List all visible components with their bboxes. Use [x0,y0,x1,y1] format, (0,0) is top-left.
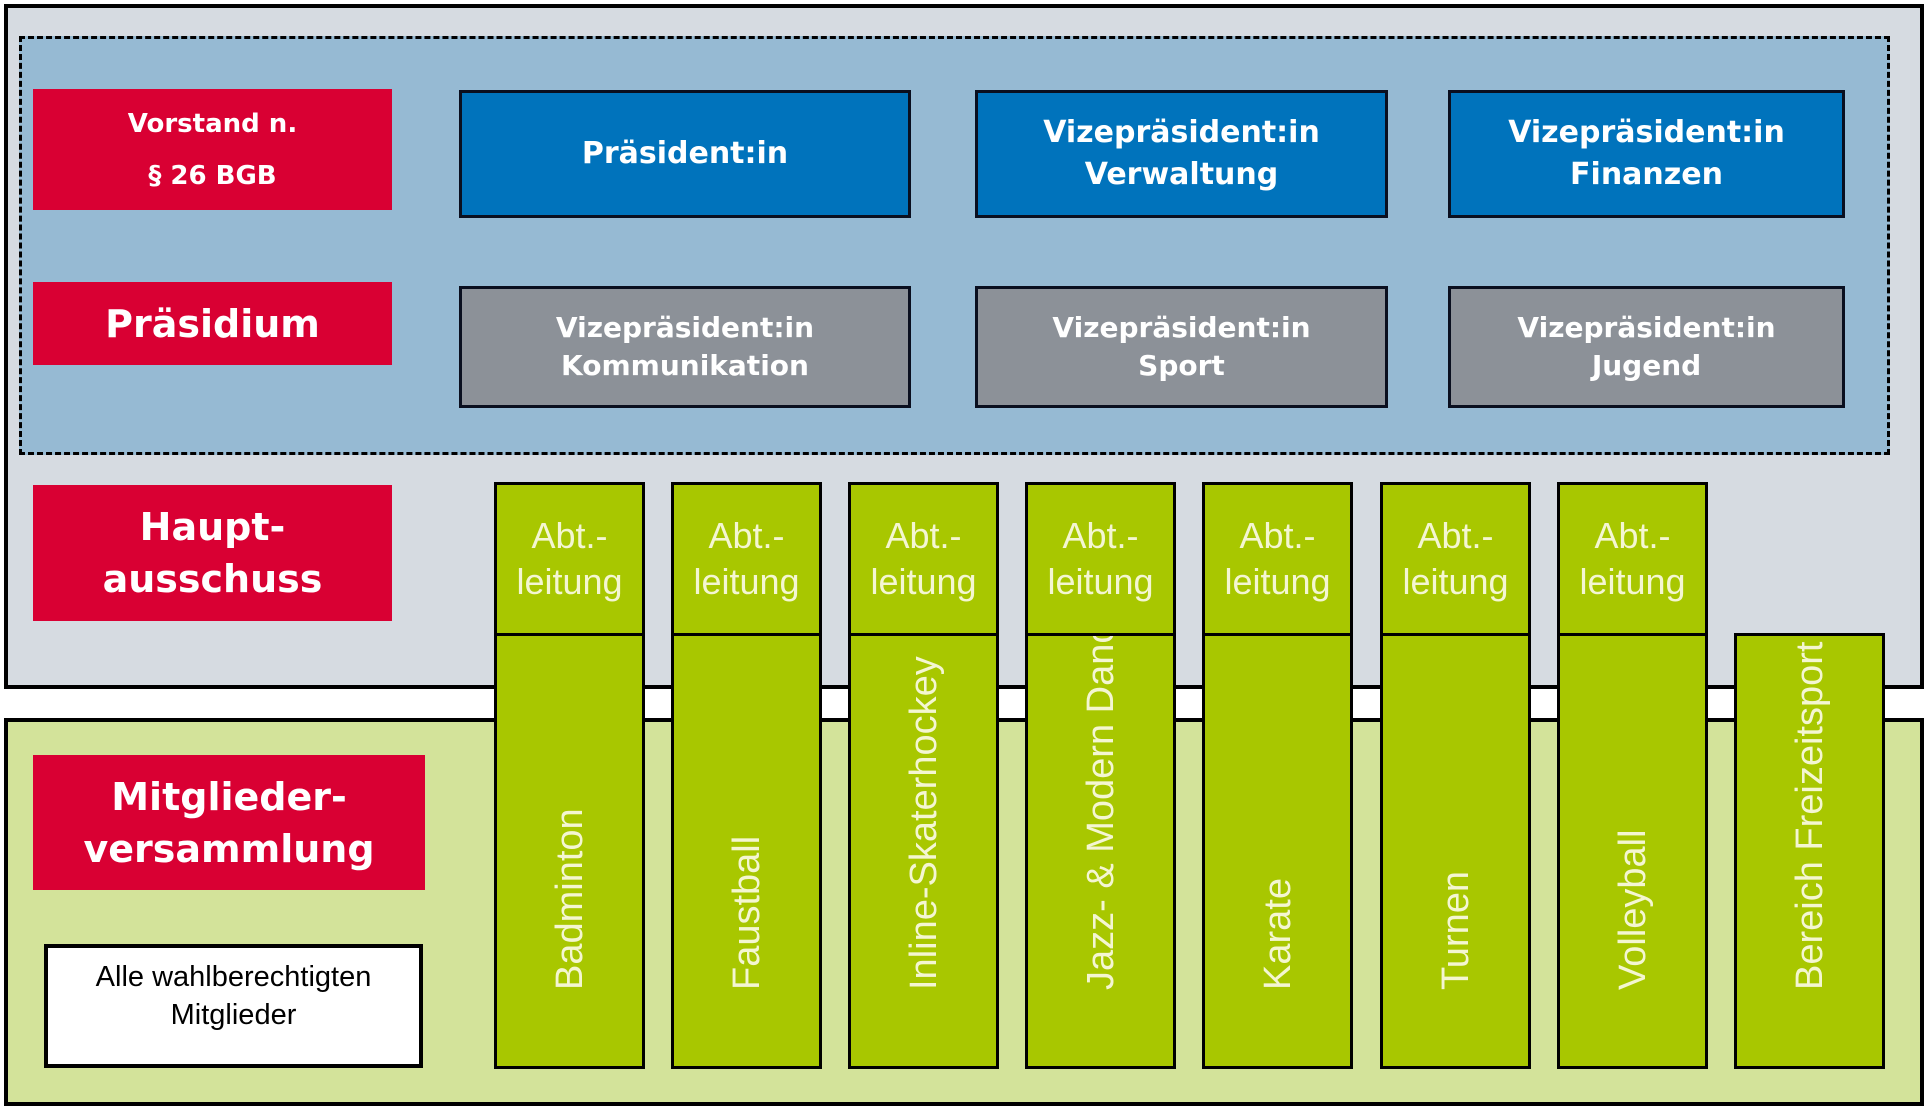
level-praesidium: Präsidium [33,282,392,365]
dept-head-line1: Abt.- [1417,515,1494,556]
role-line1: Vizepräsident:in [1043,115,1320,150]
department-badminton: Badminton [494,633,645,1069]
department-label: Volleyball [1611,829,1654,990]
dept-head-line1: Abt.- [1062,515,1139,556]
dept-head-line1: Abt.- [885,515,962,556]
level-hauptausschuss-line2: ausschuss [102,557,323,601]
dept-head-line2: leitung [1047,561,1154,602]
role-line2: Verwaltung [1084,157,1279,192]
department-label: Badminton [548,808,591,990]
department-volleyball: Volleyball [1557,633,1708,1069]
dept-head-line2: leitung [1402,561,1509,602]
role-line1: Vizepräsident:in [1517,311,1776,344]
department-karate: Karate [1202,633,1353,1069]
department-turnen: Turnen [1380,633,1531,1069]
level-mv-line2: versammlung [83,826,375,871]
members-box: Alle wahlberechtigten Mitglieder [44,944,423,1068]
role-vp-kommunikation: Vizepräsident:in Kommunikation [459,286,911,408]
department-label: Turnen [1434,871,1477,990]
department-head-faustball: Abt.- leitung [671,482,822,636]
department-jazz-modern-dance: Jazz- & Modern Dance [1025,633,1176,1069]
role-praesident: Präsident:in [459,90,911,218]
level-vorstand: Vorstand n. § 26 BGB [33,89,392,210]
role-line2: Jugend [1591,349,1702,382]
dept-head-line1: Abt.- [531,515,608,556]
level-hauptausschuss: Haupt- ausschuss [33,485,392,621]
role-line1: Vizepräsident:in [555,311,815,344]
dept-head-line1: Abt.- [1594,515,1671,556]
dept-head-line1: Abt.- [708,515,785,556]
department-inline-skaterhockey: Inline-Skaterhockey [848,633,999,1069]
role-line1: Vizepräsident:in [1052,311,1311,344]
role-vp-sport: Vizepräsident:in Sport [975,286,1388,408]
role-vp-jugend: Vizepräsident:in Jugend [1448,286,1845,408]
dept-head-line2: leitung [693,561,800,602]
department-label: Jazz- & Modern Dance [1079,633,1122,990]
dept-head-line2: leitung [1579,561,1686,602]
role-line1: Präsident:in [581,136,789,171]
role-vp-finanzen: Vizepräsident:in Finanzen [1448,90,1845,218]
department-faustball: Faustball [671,633,822,1069]
level-mitgliederversammlung: Mitglieder- versammlung [33,755,425,890]
dept-head-line2: leitung [516,561,623,602]
department-label: Karate [1256,878,1299,990]
role-line2: Kommunikation [561,349,809,382]
members-line2: Mitglieder [170,999,297,1031]
role-line2: Finanzen [1570,157,1723,192]
level-praesidium-label: Präsidium [105,301,320,346]
level-hauptausschuss-line1: Haupt- [139,505,286,549]
department-head-badminton: Abt.- leitung [494,482,645,636]
dept-head-line2: leitung [870,561,977,602]
department-freizeitsport: Bereich Freizeitsport [1734,633,1885,1069]
department-head-inline-skaterhockey: Abt.- leitung [848,482,999,636]
level-mv-line1: Mitglieder- [111,774,347,819]
department-label: Bereich Freizeitsport [1788,641,1831,990]
department-head-jazz-modern-dance: Abt.- leitung [1025,482,1176,636]
department-label: Inline-Skaterhockey [902,656,945,990]
level-vorstand-line2: § 26 BGB [148,160,277,191]
role-line1: Vizepräsident:in [1508,115,1785,150]
role-vp-verwaltung: Vizepräsident:in Verwaltung [975,90,1388,218]
members-line1: Alle wahlberechtigten [95,961,372,993]
department-head-volleyball: Abt.- leitung [1557,482,1708,636]
dept-head-line2: leitung [1224,561,1331,602]
dept-head-line1: Abt.- [1239,515,1316,556]
level-vorstand-line1: Vorstand n. [127,108,298,139]
department-head-karate: Abt.- leitung [1202,482,1353,636]
role-line2: Sport [1138,349,1225,382]
department-label: Faustball [725,835,768,990]
department-head-turnen: Abt.- leitung [1380,482,1531,636]
